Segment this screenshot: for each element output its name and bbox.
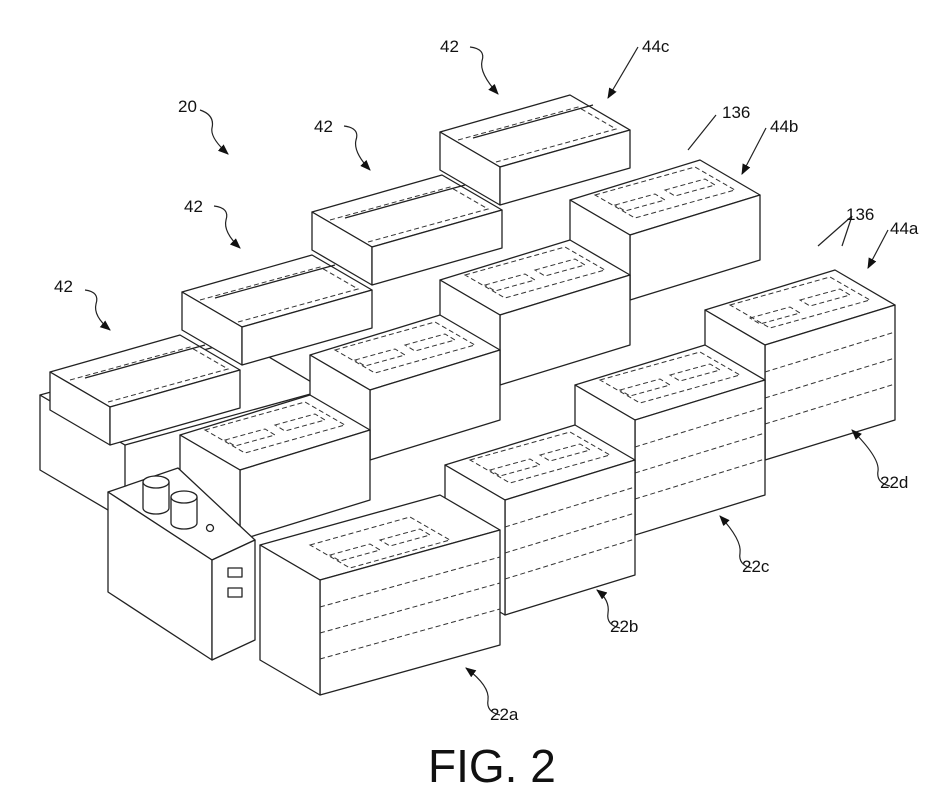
label-42-4: 42 <box>440 37 459 56</box>
label-136-2: 136 <box>846 205 874 224</box>
label-42-1: 42 <box>54 277 73 296</box>
label-42-2: 42 <box>184 197 203 216</box>
label-136-1: 136 <box>722 103 750 122</box>
label-44a: 44a <box>890 219 919 238</box>
connector-port-1 <box>228 568 242 577</box>
tray-box-4 <box>440 95 630 205</box>
tray-box-3 <box>312 175 502 285</box>
connector-port-2 <box>228 588 242 597</box>
label-22d: 22d <box>880 473 908 492</box>
label-20: 20 <box>178 97 197 116</box>
label-22c: 22c <box>742 557 770 576</box>
label-44b: 44b <box>770 117 798 136</box>
label-22a: 22a <box>490 705 519 724</box>
label-22b: 22b <box>610 617 638 636</box>
label-44c: 44c <box>642 37 670 56</box>
figure-caption: FIG. 2 <box>428 740 556 792</box>
module-block-22a <box>260 495 500 695</box>
label-42-3: 42 <box>314 117 333 136</box>
